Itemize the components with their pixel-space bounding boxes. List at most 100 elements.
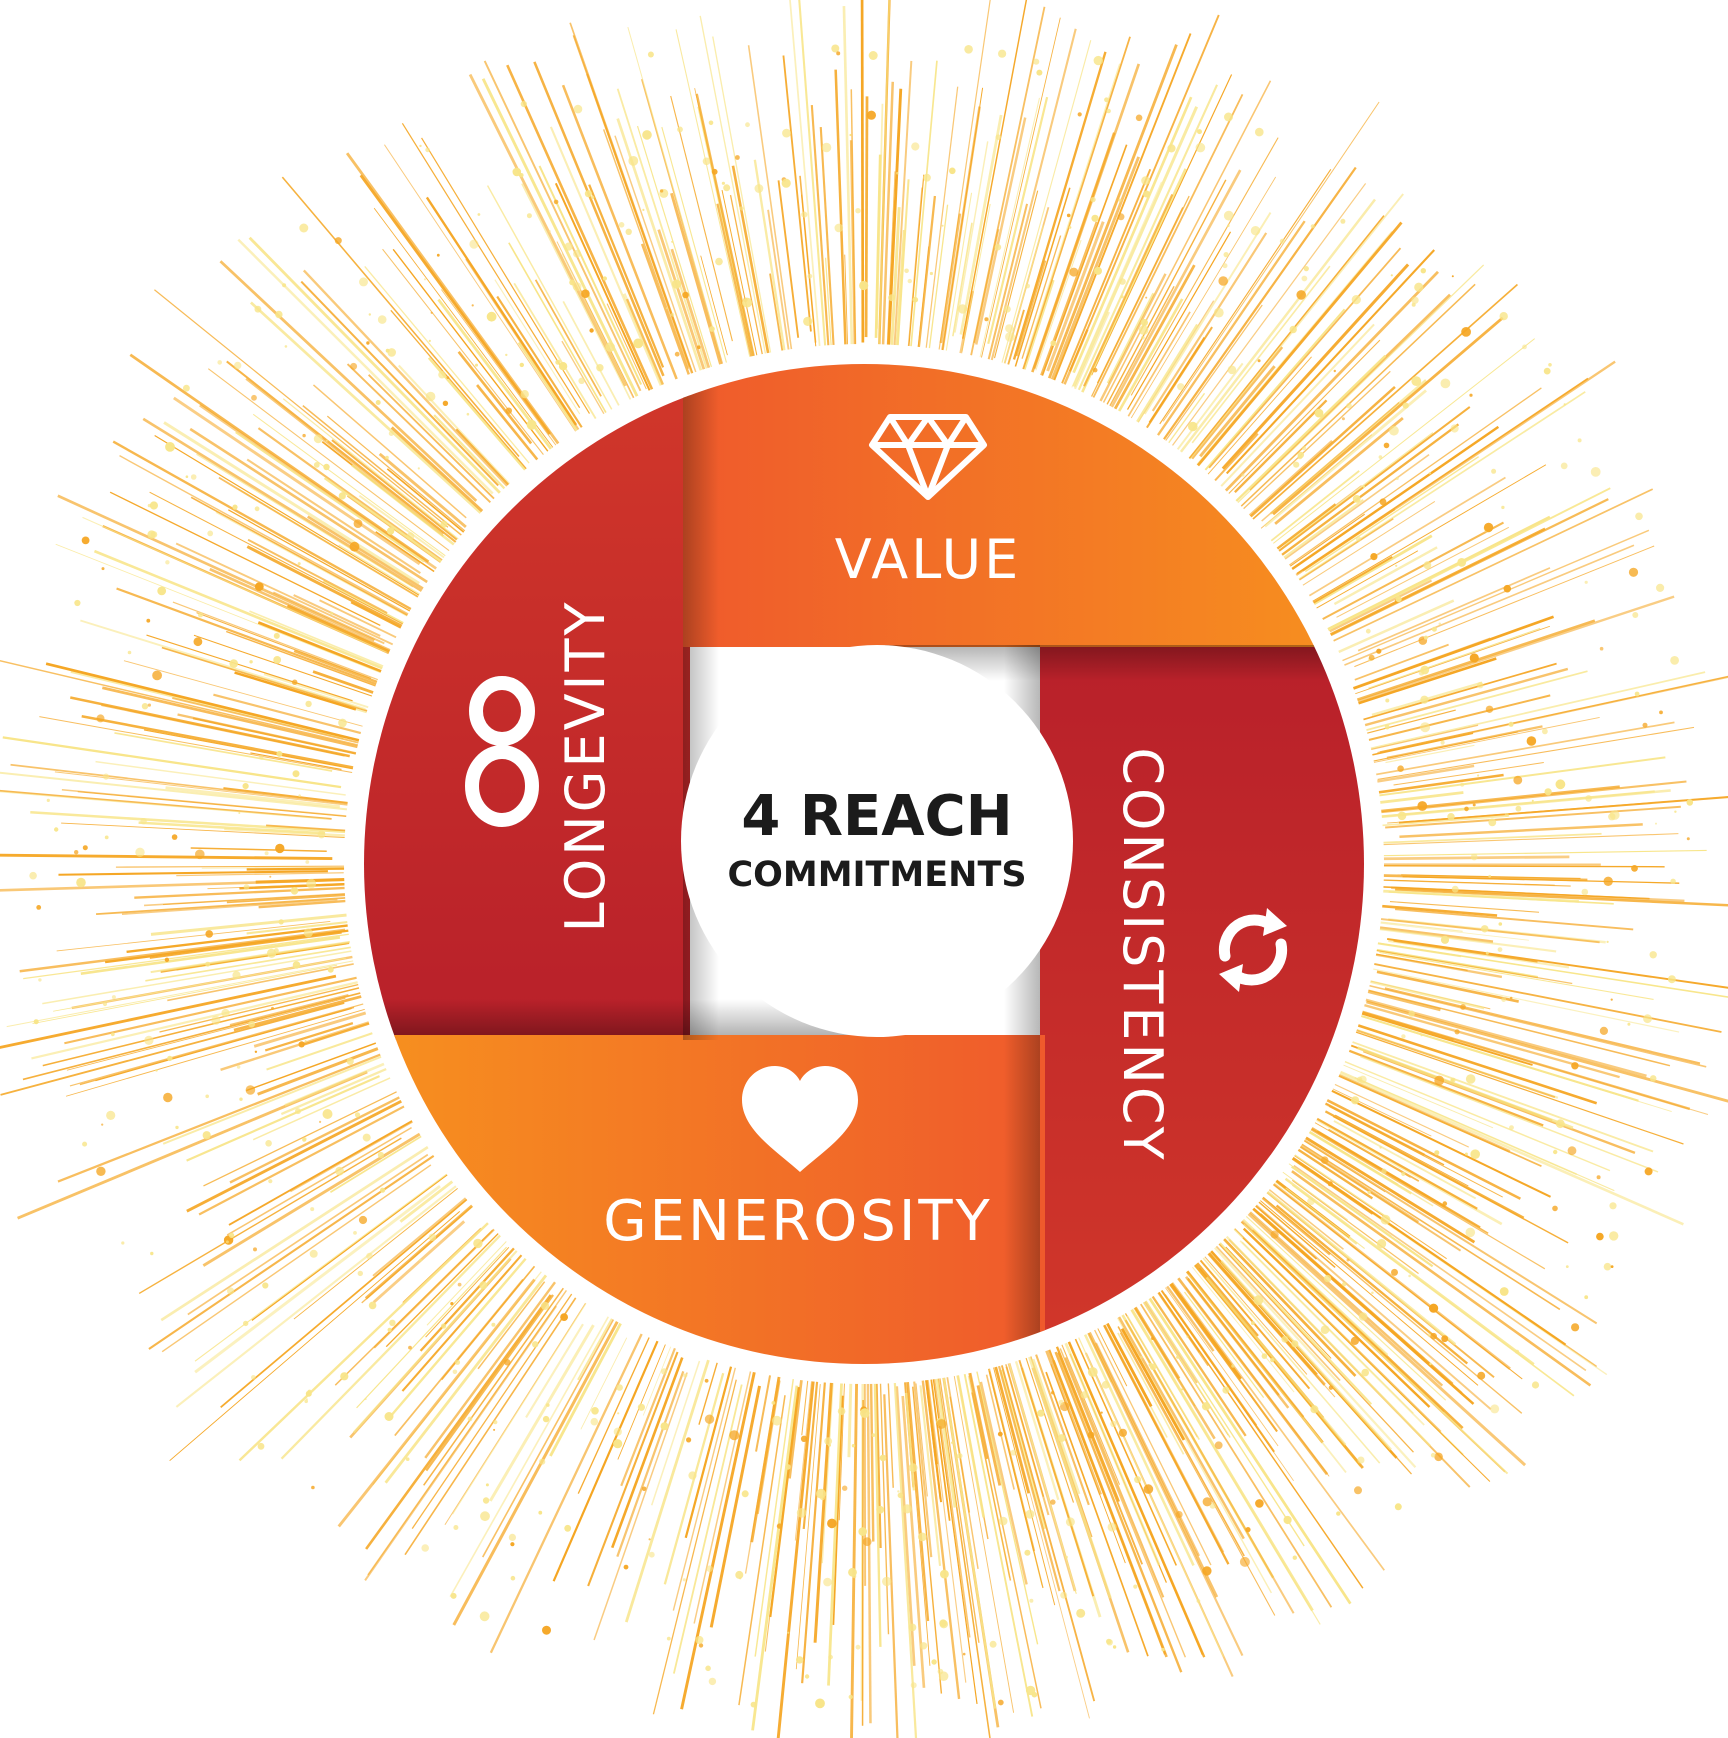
burst-ray [1081, 1304, 1212, 1566]
burst-ray [175, 1174, 471, 1408]
burst-speck [1270, 1358, 1275, 1363]
burst-ray [987, 96, 1049, 344]
burst-ray [1270, 338, 1535, 547]
burst-ray [513, 282, 604, 431]
burst-speck [633, 338, 644, 349]
burst-ray [213, 693, 367, 736]
burst-speck [1411, 296, 1419, 304]
burst-speck [377, 1151, 384, 1159]
burst-ray [1117, 1332, 1185, 1455]
burst-ray [58, 870, 328, 876]
burst-speck [706, 1565, 713, 1572]
burst-ray [134, 886, 363, 899]
burst-ray [1070, 1328, 1177, 1566]
burst-ray [143, 729, 377, 774]
burst-speck [475, 363, 478, 367]
burst-ray [1134, 1294, 1333, 1608]
burst-speck [827, 1518, 837, 1529]
burst-ray [1046, 221, 1105, 372]
burst-speck [202, 1131, 211, 1140]
burst-speck [745, 122, 750, 128]
burst-speck [1140, 319, 1148, 327]
burst-ray [146, 634, 353, 702]
burst-ray [1220, 1260, 1392, 1451]
burst-ray [196, 453, 414, 588]
burst-ray [614, 135, 705, 396]
burst-speck [442, 400, 449, 406]
burst-speck [1649, 1075, 1657, 1082]
burst-speck [491, 1322, 496, 1327]
burst-speck [1440, 935, 1450, 944]
burst-speck [542, 1415, 550, 1423]
burst-speck [674, 351, 680, 357]
burst-ray [334, 1229, 494, 1386]
burst-ray [729, 194, 766, 369]
burst-ray [1366, 1000, 1728, 1103]
burst-ray [246, 1033, 401, 1092]
burst-ray [1347, 873, 1588, 882]
burst-speck [1231, 1364, 1235, 1368]
burst-speck [803, 316, 813, 326]
burst-speck [1659, 710, 1663, 715]
burst-speck [1390, 274, 1393, 277]
burst-ray [1065, 1336, 1206, 1658]
value-label: VALUE [835, 528, 1021, 591]
burst-speck [1420, 1034, 1423, 1037]
burst-speck [859, 280, 869, 291]
burst-speck [1307, 1197, 1315, 1206]
burst-speck [245, 1085, 256, 1095]
burst-ray [974, 97, 1040, 380]
burst-speck [1440, 740, 1445, 745]
burst-ray [229, 1094, 405, 1184]
burst-speck [292, 961, 301, 969]
burst-speck [908, 1623, 917, 1632]
burst-speck [1670, 656, 1679, 665]
burst-ray [1054, 1351, 1183, 1673]
burst-ray [1377, 726, 1695, 780]
burst-ray [0, 853, 333, 861]
burst-ray [6, 956, 376, 1028]
burst-speck [1327, 1181, 1333, 1187]
burst-speck [907, 278, 912, 284]
burst-speck [520, 100, 527, 108]
burst-speck [697, 345, 701, 350]
burst-ray [1351, 1030, 1684, 1145]
burst-ray [906, 187, 923, 365]
burst-ray [1001, 1352, 1045, 1497]
burst-speck [1354, 1486, 1362, 1495]
burst-ray [1368, 627, 1541, 689]
burst-speck [163, 1092, 173, 1103]
burst-speck [1497, 947, 1503, 952]
burst-ray [177, 713, 382, 760]
burst-ray [1194, 323, 1375, 515]
burst-speck [564, 242, 573, 251]
burst-speck [298, 794, 301, 797]
burst-ray [56, 921, 331, 952]
burst-speck [1483, 522, 1494, 533]
burst-speck [1362, 485, 1366, 488]
burst-ray [1143, 1256, 1279, 1447]
burst-ray [924, 86, 959, 356]
burst-ray [280, 1065, 392, 1116]
burst-speck [171, 834, 178, 840]
burst-speck [998, 1516, 1008, 1526]
burst-speck [573, 104, 583, 114]
burst-ray [1284, 464, 1547, 619]
burst-ray [101, 704, 345, 757]
burst-speck [897, 1492, 904, 1499]
burst-speck [1610, 998, 1613, 1001]
burst-speck [1106, 1639, 1113, 1646]
burst-speck [807, 273, 813, 279]
burst-speck [1515, 1349, 1520, 1354]
burst-speck [613, 1439, 623, 1449]
burst-ray [1059, 1348, 1187, 1658]
burst-speck [1434, 1452, 1443, 1462]
burst-ray [777, 180, 800, 338]
burst-ray [756, 1380, 781, 1515]
burst-ray [1366, 670, 1588, 732]
burst-speck [1461, 327, 1471, 337]
burst-ray [1162, 101, 1380, 422]
burst-speck [152, 670, 163, 681]
burst-speck [950, 1441, 954, 1444]
